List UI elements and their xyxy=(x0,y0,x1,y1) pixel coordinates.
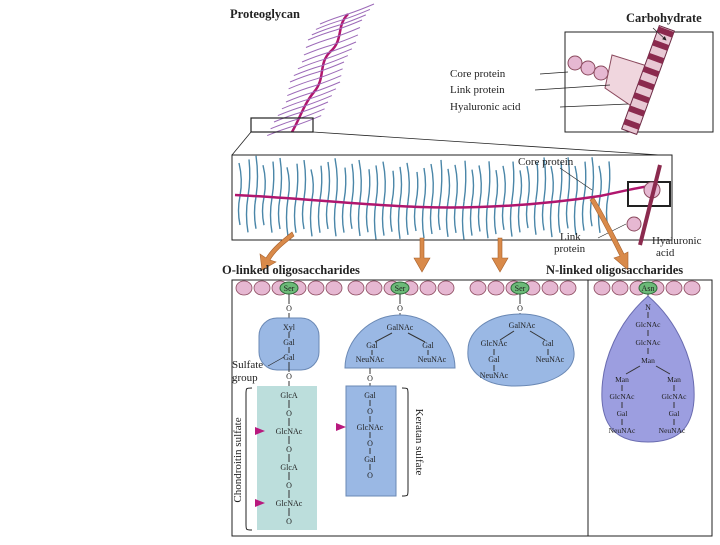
sulfate-marker xyxy=(255,499,265,507)
inset-diagram xyxy=(567,24,675,136)
residue-label: GlcA xyxy=(280,391,298,400)
glcnac-label: GlcNAc xyxy=(636,320,662,329)
gal-label: Gal xyxy=(617,409,628,418)
panel-chondroitin: Ser O Xyl Gal Gal O Sulfate group GlcAOG… xyxy=(232,281,320,531)
chondroitin-sulfate-label: Chondroitin sulfate xyxy=(232,417,244,502)
keratan-sulfate-label: Keratan sulfate xyxy=(413,409,425,476)
proteoglycan-aggregate xyxy=(267,3,375,137)
neunac-label: NeuNAc xyxy=(609,426,636,435)
bracket xyxy=(401,387,409,497)
bottom-frame xyxy=(231,279,713,537)
inset-box xyxy=(564,31,714,133)
neunac-label: NeuNAc xyxy=(418,355,447,364)
residue-label: GlcNAc xyxy=(276,499,303,508)
mid-hyaluronic-label: Hyaluronic xyxy=(652,235,702,247)
gal-label: Gal xyxy=(422,341,434,350)
core-protein-line xyxy=(234,184,651,209)
residue-label: Gal xyxy=(364,391,376,400)
residue-label: O xyxy=(367,439,373,448)
gal-label: Gal xyxy=(283,338,295,347)
glcnac-label: GlcNAc xyxy=(636,338,662,347)
residue-label: GlcNAc xyxy=(276,427,303,436)
n-link: N xyxy=(645,303,651,312)
group-label: group xyxy=(232,372,258,384)
pointer-line xyxy=(539,71,569,75)
inset-core-protein-label: Core protein xyxy=(450,68,506,80)
man-label: Man xyxy=(667,375,681,384)
ser-label: Ser xyxy=(515,284,526,293)
sulfate-label: Sulfate xyxy=(232,359,263,371)
gal-label: Gal xyxy=(488,355,500,364)
glcnac-label: GlcNAc xyxy=(662,392,688,401)
glcnac-label: GlcNAc xyxy=(610,392,636,401)
residue-label: O xyxy=(286,445,292,454)
link-protein-shape xyxy=(626,164,662,246)
o-link: O xyxy=(397,304,403,313)
panel-n-linked: Asn N GlcNAc GlcNAc Man Man Man GlcNAc G… xyxy=(601,281,695,443)
mid-acid-label: acid xyxy=(656,247,675,259)
gal-label: Gal xyxy=(366,341,378,350)
mid-link-label: Link xyxy=(560,231,581,243)
residue-label: O xyxy=(286,409,292,418)
o-link: O xyxy=(517,304,523,313)
o-link: O xyxy=(286,304,292,313)
gal-label: Gal xyxy=(669,409,680,418)
zoom-line xyxy=(312,131,661,156)
gal-label: Gal xyxy=(542,339,554,348)
inset-link-protein-label: Link protein xyxy=(450,84,505,96)
ser-label: Ser xyxy=(284,284,295,293)
residue-label: Gal xyxy=(364,455,376,464)
pointer-line xyxy=(559,167,593,191)
mid-core-protein-label: Core protein xyxy=(518,156,574,168)
galnac-label: GalNAc xyxy=(387,323,414,332)
panel-keratan: Ser O GalNAc Gal Gal NeuNAc NeuNAc O Gal… xyxy=(336,281,456,497)
carbohydrate-label: Carbohydrate xyxy=(626,11,702,25)
man-label: Man xyxy=(641,356,655,365)
glcnac-label: GlcNAc xyxy=(481,339,508,348)
gag-chains xyxy=(237,155,611,240)
o-linked-title: O-linked oligosaccharides xyxy=(222,263,360,277)
o-link: O xyxy=(286,372,292,381)
residue-label: O xyxy=(286,481,292,490)
chain-band xyxy=(257,386,317,530)
neunac-label: NeuNAc xyxy=(356,355,385,364)
chain-band xyxy=(345,385,397,497)
neunac-label: NeuNAc xyxy=(659,426,686,435)
bead-rows xyxy=(235,280,701,296)
sulfate-marker xyxy=(255,427,265,435)
residue-label: O xyxy=(367,471,373,480)
zoom-box-small xyxy=(250,117,314,133)
neunac-label: NeuNAc xyxy=(480,371,509,380)
bracket xyxy=(245,387,253,531)
n-linked-title: N-linked oligosaccharides xyxy=(546,263,683,277)
orange-arrows xyxy=(259,197,629,273)
mid-protein-label: protein xyxy=(554,243,586,255)
xyl-label: Xyl xyxy=(283,323,296,332)
residue-label: O xyxy=(367,407,373,416)
sulfate-marker xyxy=(336,423,346,431)
pointer-line xyxy=(534,84,611,91)
residue-label: GlcA xyxy=(280,463,298,472)
n-glycan-blob xyxy=(601,295,695,443)
ser-label: Ser xyxy=(395,284,406,293)
o-link: O xyxy=(367,374,373,383)
inset-hyaluronic-label: Hyaluronic acid xyxy=(450,101,521,113)
residue-label: GlcNAc xyxy=(357,423,384,432)
man-label: Man xyxy=(615,375,629,384)
pointer-line xyxy=(559,103,629,108)
carbohydrate-pointer xyxy=(652,27,667,41)
gal-label: Gal xyxy=(283,353,295,362)
asn-label: Asn xyxy=(642,284,655,293)
residue-label: O xyxy=(286,517,292,526)
neunac-label: NeuNAc xyxy=(536,355,565,364)
proteoglycan-title: Proteoglycan xyxy=(230,7,300,21)
panel-o-linked: Ser O GalNAc GlcNAc Gal Gal NeuNAc NeuNA… xyxy=(467,281,575,387)
zoom-line xyxy=(231,131,252,156)
galnac-label: GalNAc xyxy=(509,321,536,330)
